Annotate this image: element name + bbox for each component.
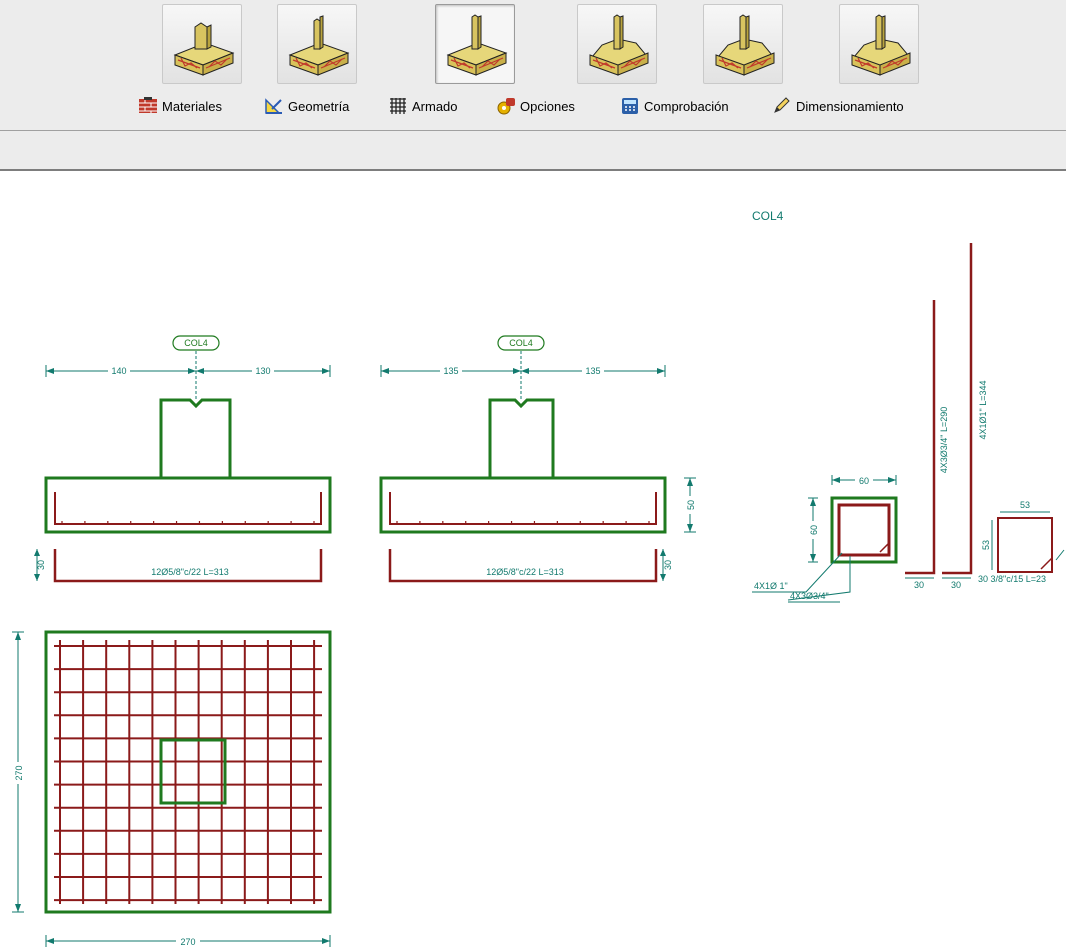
footing-icon — [288, 15, 350, 76]
status-bar — [0, 131, 1066, 171]
dim-right: 135 — [585, 366, 600, 376]
calculator-icon — [622, 98, 638, 114]
bar-short-hook: 30 — [914, 580, 924, 590]
bar-short-label: 4X3Ø3/4" L=290 — [939, 407, 949, 474]
footing-type-4-button[interactable] — [577, 4, 657, 84]
column-height-dim: 60 — [809, 525, 819, 535]
rebar-hook-dim: 30 — [36, 560, 46, 570]
column-outline — [488, 398, 555, 478]
options-icon — [497, 98, 515, 115]
toolbar: Materiales Geometría Armado Opciones — [0, 0, 1066, 131]
menu-geometria[interactable]: Geometría — [264, 94, 349, 118]
rebar-bottom — [54, 492, 322, 525]
column-tag-bubble — [172, 335, 220, 351]
column-tag: COL4 — [509, 338, 533, 348]
footing-type-5-button[interactable] — [703, 4, 783, 84]
rebar-detail — [388, 549, 658, 583]
column-name: COL4 — [752, 209, 784, 223]
rebar-grid-icon — [390, 98, 406, 114]
stirrup — [837, 503, 891, 557]
height-dim: 50 — [686, 500, 696, 510]
corner-bars-label: 4X1Ø 1" — [754, 581, 788, 591]
stirrup-side-dim: 53 — [1020, 500, 1030, 510]
footing-section-x: COL4 140 130 30 12Ø5/8"c/22 L=313 — [34, 335, 332, 583]
plan-outline — [44, 630, 332, 914]
column-detail: 60 60 4X1Ø 1" 4X3Ø3/4" 4X3Ø3/4" L=290 30… — [752, 243, 1065, 603]
menu-materiales-label: Materiales — [162, 98, 222, 114]
pencil-icon — [774, 97, 790, 113]
footing-section-y: COL4 135 135 50 30 12Ø5/8"c/22 L=313 — [379, 335, 697, 583]
rebar-hook-dim: 30 — [663, 560, 673, 570]
footing-icon — [446, 14, 508, 76]
column-width-dim: 60 — [859, 476, 869, 486]
column-tag: COL4 — [184, 338, 208, 348]
menu-opciones[interactable]: Opciones — [496, 94, 575, 118]
footing-outline — [44, 476, 332, 534]
column-tag-bubble — [497, 335, 545, 351]
footing-icon — [851, 14, 911, 76]
rebar-detail — [53, 549, 323, 583]
longitudinal-bar-long — [942, 243, 973, 575]
menu-dimensionamiento-label: Dimensionamiento — [796, 98, 904, 114]
footing-icon — [589, 14, 649, 76]
menu-comprobacion[interactable]: Comprobación — [620, 94, 729, 118]
longitudinal-bar-short — [905, 300, 936, 575]
column-section — [830, 496, 898, 564]
footing-icon — [715, 14, 775, 76]
footing-icon — [173, 22, 235, 76]
stirrup-side-dim-2: 53 — [981, 540, 991, 550]
bar-long-hook: 30 — [951, 580, 961, 590]
footing-type-6-button[interactable] — [839, 4, 919, 84]
dim-left: 140 — [111, 366, 126, 376]
menu-materiales[interactable]: Materiales — [138, 94, 222, 118]
menu-row: Materiales Geometría Armado Opciones — [0, 94, 1066, 118]
rebar-label: 12Ø5/8"c/22 L=313 — [151, 567, 229, 577]
footing-plan: 270 270 — [12, 630, 332, 947]
dim-left: 135 — [443, 366, 458, 376]
plan-height-dim: 270 — [14, 765, 24, 780]
menu-comprobacion-label: Comprobación — [644, 98, 729, 114]
footing-type-2-button[interactable] — [277, 4, 357, 84]
set-square-icon — [265, 98, 282, 114]
side-bars-label: 4X3Ø3/4" — [790, 591, 829, 601]
rebar-bottom — [389, 492, 657, 525]
footing-type-1-button[interactable] — [162, 4, 242, 84]
stirrup-detail — [997, 517, 1053, 573]
plan-width-dim: 270 — [180, 937, 195, 947]
menu-dimensionamiento[interactable]: Dimensionamiento — [772, 94, 904, 118]
menu-armado-label: Armado — [412, 98, 458, 114]
bricks-icon — [139, 97, 157, 113]
footing-outline — [379, 476, 667, 534]
plan-column — [159, 738, 227, 805]
dim-right: 130 — [255, 366, 270, 376]
stirrup-label: 30 3/8"c/15 L=23 — [978, 574, 1046, 584]
drawing-canvas[interactable]: COL4 COL4 140 130 30 12Ø5/8"c/22 L=313 C… — [0, 171, 1066, 951]
rebar-label: 12Ø5/8"c/22 L=313 — [486, 567, 564, 577]
bar-long-label: 4X1Ø1" L=344 — [978, 381, 988, 440]
column-outline — [159, 398, 232, 478]
menu-opciones-label: Opciones — [520, 98, 575, 114]
menu-geometria-label: Geometría — [288, 98, 350, 114]
footing-type-3-button[interactable] — [435, 4, 515, 84]
menu-armado[interactable]: Armado — [388, 94, 458, 118]
